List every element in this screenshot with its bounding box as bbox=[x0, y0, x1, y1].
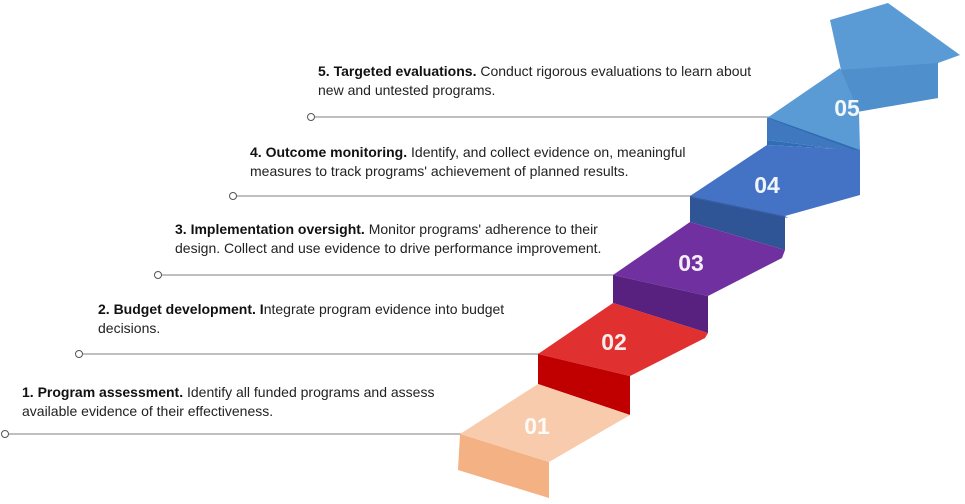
step-1-block bbox=[458, 384, 630, 498]
step-2-number: 02 bbox=[601, 329, 627, 355]
step-5-text: 5. Targeted evaluations. Conduct rigorou… bbox=[318, 62, 763, 100]
step-4-title: 4. Outcome monitoring. bbox=[250, 144, 408, 160]
connector-dot-5 bbox=[307, 113, 315, 121]
step-2-text: 2. Budget development. Integrate program… bbox=[98, 300, 558, 338]
connector-dot-3 bbox=[154, 271, 162, 279]
step-3-block bbox=[613, 222, 785, 333]
step-3-number: 03 bbox=[678, 250, 704, 276]
step-4-text: 4. Outcome monitoring. Identify, and col… bbox=[250, 143, 730, 181]
step-1-text: 1. Program assessment. Identify all fund… bbox=[22, 383, 467, 421]
step-2-description: ntegrate program evidence into budget de… bbox=[98, 301, 505, 336]
step-2-block bbox=[538, 303, 708, 415]
step-5-description: Conduct rigorous evaluations to learn ab… bbox=[318, 63, 752, 98]
connector-dot-2 bbox=[75, 350, 83, 358]
connector-dot-1 bbox=[1, 430, 9, 438]
connector-lines bbox=[1, 113, 770, 438]
step-4-description: Identify, and collect evidence on, meani… bbox=[250, 144, 686, 179]
step-3-text: 3. Implementation oversight. Monitor pro… bbox=[175, 220, 645, 258]
step-4-number: 04 bbox=[754, 172, 780, 198]
step-2-title: 2. Budget development. I bbox=[98, 301, 264, 317]
connector-dot-4 bbox=[229, 192, 237, 200]
step-3-description: Monitor programs' adherence to their des… bbox=[175, 221, 602, 256]
step-1-description: Identify all funded programs and assess … bbox=[22, 384, 435, 419]
step-5-block bbox=[767, 3, 960, 152]
step-3-title: 3. Implementation oversight. bbox=[175, 221, 365, 237]
step-1-number: 01 bbox=[524, 413, 550, 439]
step-1-title: 1. Program assessment. bbox=[22, 384, 184, 400]
step-5-number: 05 bbox=[834, 95, 860, 121]
step-4-block bbox=[690, 145, 860, 250]
step-5-title: 5. Targeted evaluations. bbox=[318, 63, 477, 79]
